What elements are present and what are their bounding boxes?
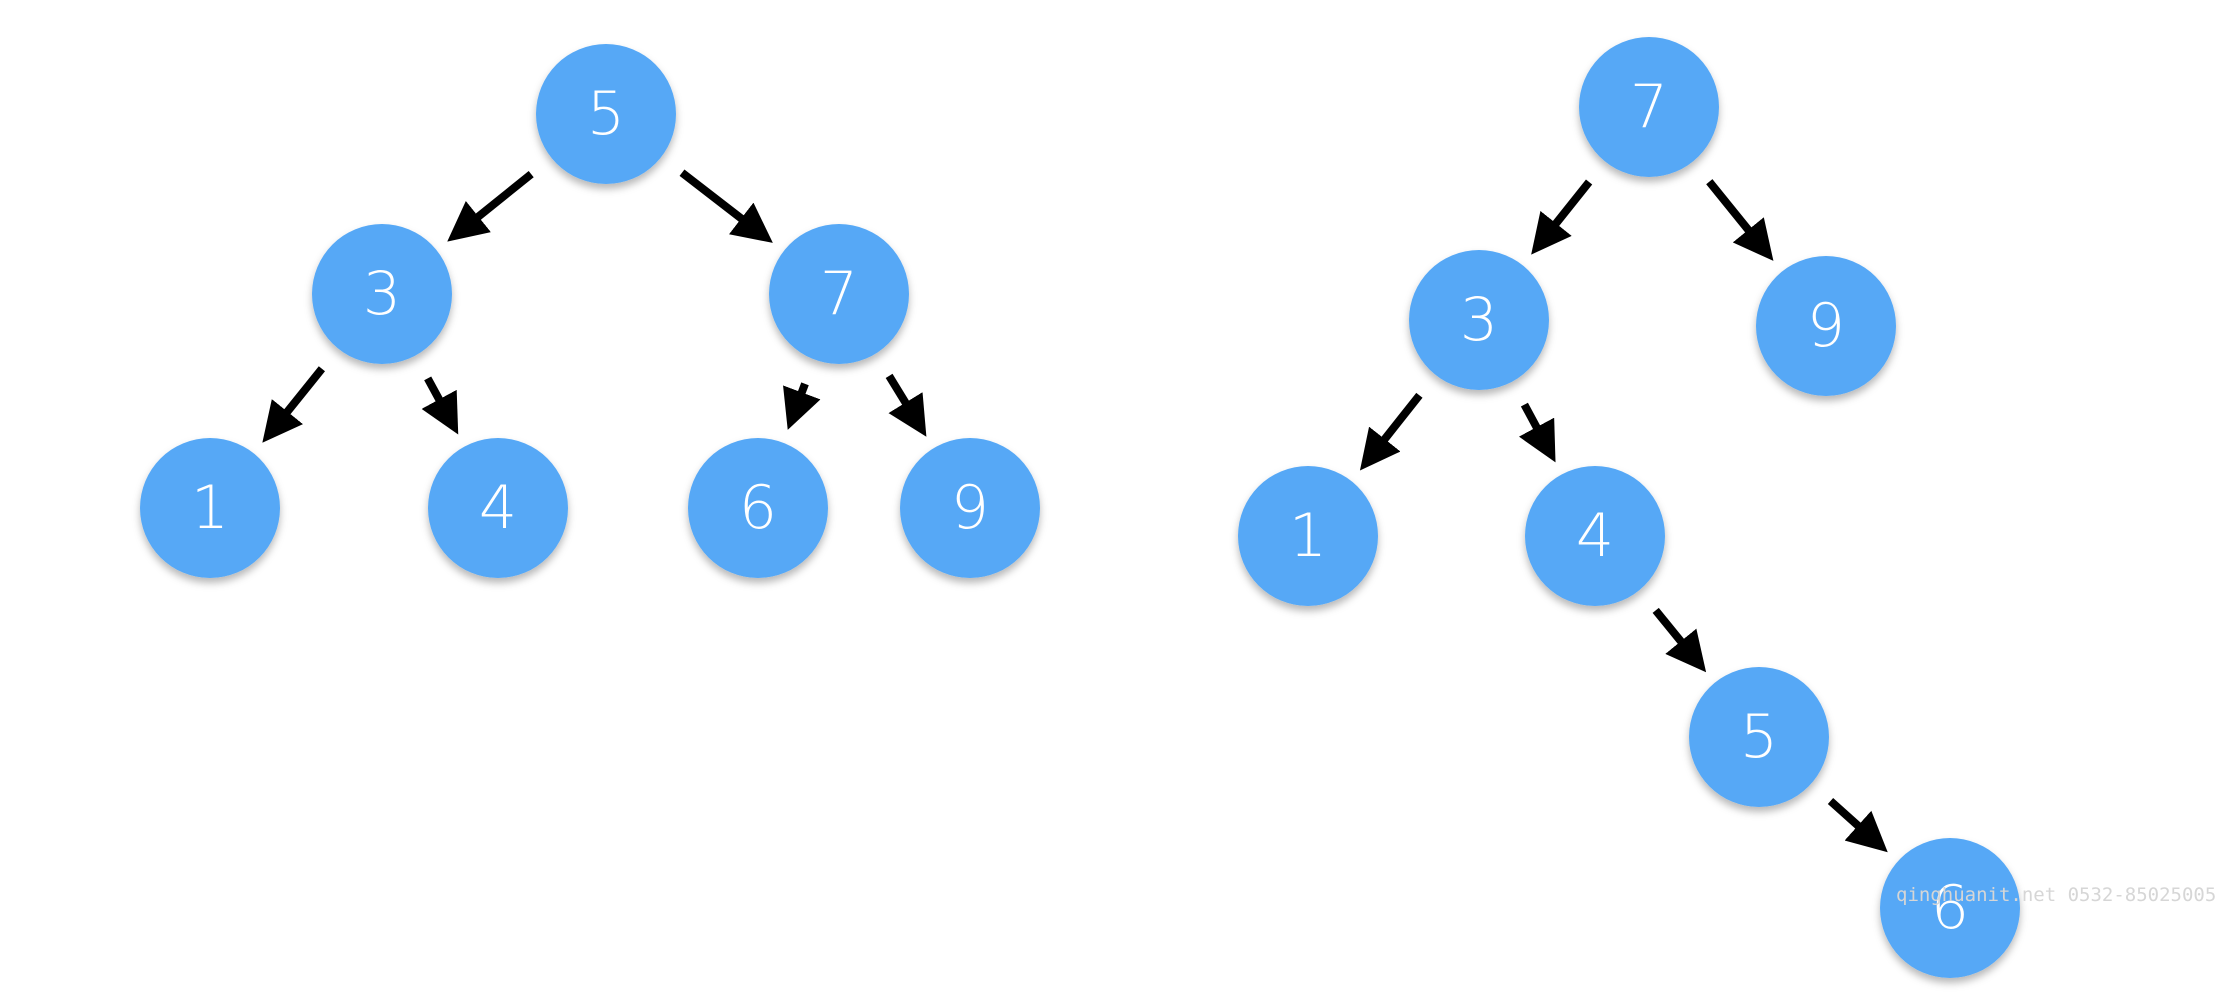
node-circle <box>1238 466 1378 606</box>
arrow-L7-to-L6 <box>783 382 821 430</box>
nodes-layer: 5 3 7 1 4 6 9 7 3 9 1 4 5 6 <box>140 37 2020 978</box>
node-circle <box>536 44 676 184</box>
node-circle <box>900 438 1040 578</box>
tree-node-R5: 5 <box>1689 667 1829 807</box>
node-label: 9 <box>951 473 989 543</box>
arrow-R3-to-R1 <box>1359 392 1423 471</box>
node-label: 7 <box>1630 72 1668 142</box>
tree-node-L1: 1 <box>140 438 280 578</box>
tree-node-L3: 3 <box>312 224 452 364</box>
node-label: 1 <box>1289 501 1327 571</box>
tree-node-L5: 5 <box>536 44 676 184</box>
node-circle <box>1689 667 1829 807</box>
node-circle <box>312 224 452 364</box>
node-label: 1 <box>191 473 229 543</box>
arrow-R5-to-R6 <box>1827 798 1888 853</box>
node-circle <box>1525 466 1665 606</box>
arrow-R7-to-R3 <box>1531 179 1593 255</box>
node-circle <box>769 224 909 364</box>
node-label: 4 <box>1576 501 1614 571</box>
tree-node-L7: 7 <box>769 224 909 364</box>
node-label: 5 <box>1740 702 1778 772</box>
node-label: 6 <box>1931 873 1969 943</box>
tree-node-R4: 4 <box>1525 466 1665 606</box>
arrow-L5-to-L3 <box>447 170 534 242</box>
arrow-L3-to-L1 <box>262 366 326 443</box>
arrow-L3-to-L4 <box>421 376 459 435</box>
tree-node-R3: 3 <box>1409 250 1549 390</box>
edges-layer <box>262 169 1888 853</box>
node-circle <box>1880 838 2020 978</box>
node-circle <box>428 438 568 578</box>
node-circle <box>688 438 828 578</box>
tree-node-R6: 6 <box>1880 838 2020 978</box>
tree-node-R7: 7 <box>1579 37 1719 177</box>
node-label: 7 <box>820 259 858 329</box>
arrow-R7-to-R9 <box>1706 179 1774 261</box>
tree-node-L6: 6 <box>688 438 828 578</box>
node-circle <box>1409 250 1549 390</box>
tree-node-L9: 9 <box>900 438 1040 578</box>
node-label: 5 <box>587 79 625 149</box>
node-label: 3 <box>363 259 401 329</box>
arrow-R3-to-R4 <box>1518 402 1556 463</box>
node-circle <box>1579 37 1719 177</box>
node-circle <box>1756 256 1896 396</box>
arrow-L5-to-L7 <box>679 169 773 243</box>
arrow-L7-to-L9 <box>885 373 927 437</box>
tree-node-L4: 4 <box>428 438 568 578</box>
node-label: 4 <box>479 473 517 543</box>
arrow-R4-to-R5 <box>1652 607 1707 673</box>
tree-node-R9: 9 <box>1756 256 1896 396</box>
tree-node-R1: 1 <box>1238 466 1378 606</box>
node-label: 3 <box>1460 285 1498 355</box>
node-label: 9 <box>1807 291 1845 361</box>
node-label: 6 <box>739 473 777 543</box>
watermark-text: qinghuanit.net 0532-85025005 <box>1896 884 2216 906</box>
node-circle <box>140 438 280 578</box>
